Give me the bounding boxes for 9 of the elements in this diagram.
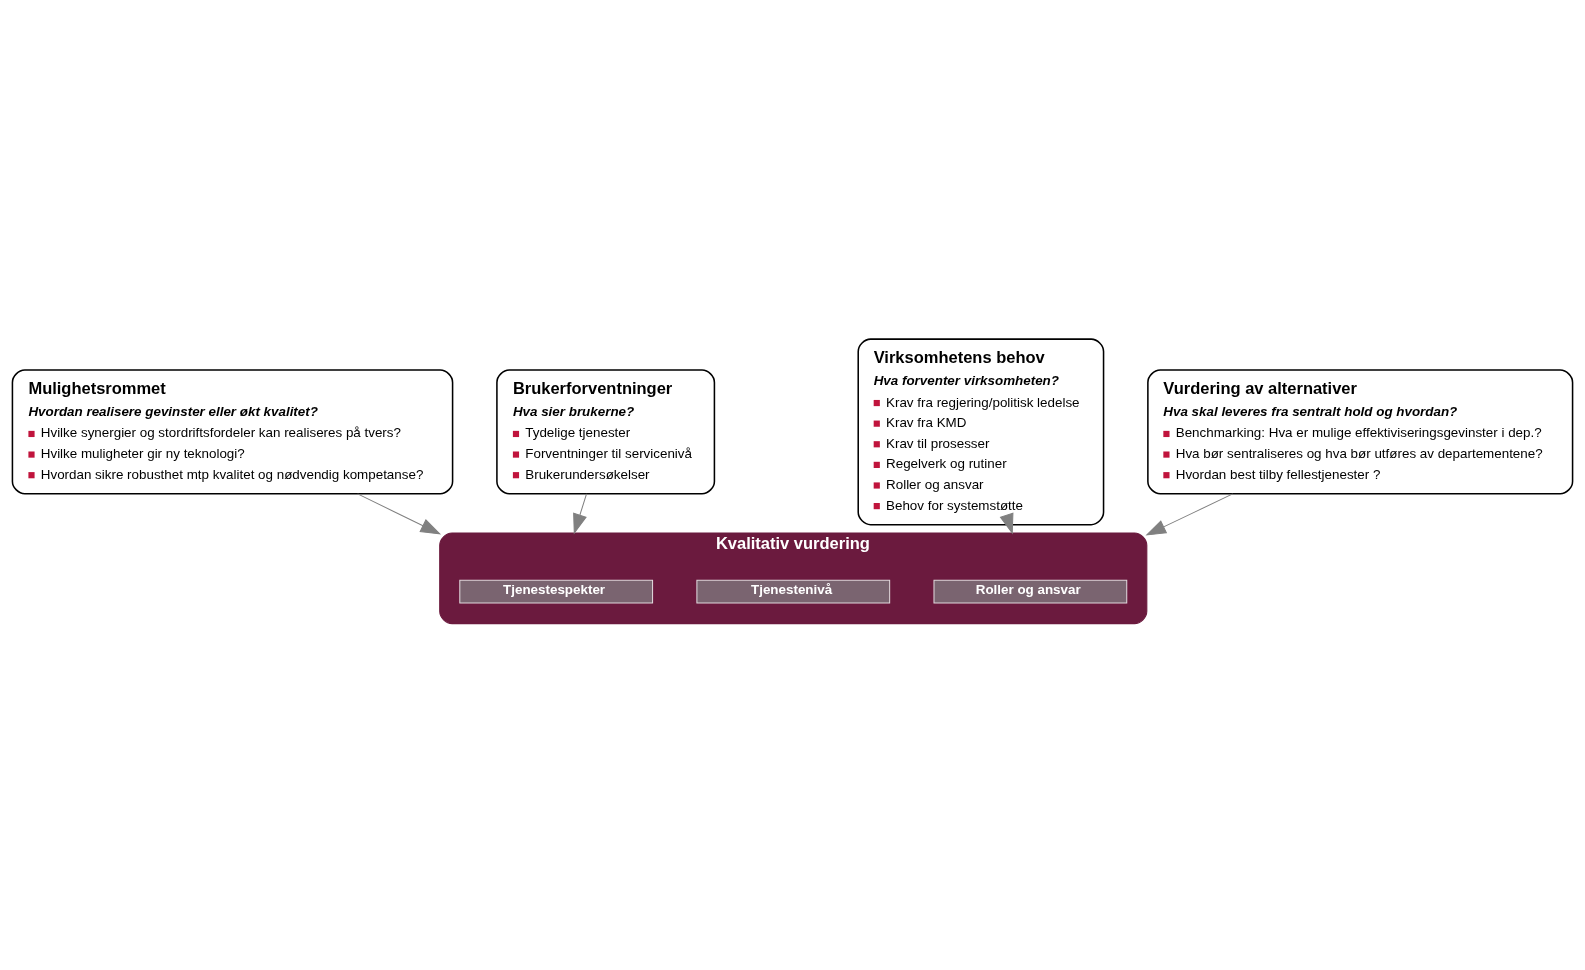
node-box: Roller og ansvar (933, 579, 1128, 604)
node-box: Tjenestespekter (459, 579, 654, 604)
arrow (573, 492, 588, 534)
node-box: Mulighetsrommet Hvordan realisere gevinster eller økt kvalitet? Hvilke synergier og stordriftsfordeler kan realiseres på tvers? Hvilke muligheter gir ny teknologi? Hvordan sikre robusthet mtp kvalitet og nødvendig kompetanse? (11, 368, 454, 495)
arrow (1145, 492, 1234, 536)
node-box: Tjenestenivå (696, 579, 891, 604)
node-box: Vurdering av alternativer Hva skal leveres fra sentralt hold og hvordan? Benchmarking: Hva er mulige effektiviseringsgevinster i dep.? Hva bør sentraliseres og hva bør utføres av departementene? Hvordan best tilby fellestjenester ? (1147, 368, 1574, 495)
node-box: Brukerforventninger Hva sier brukerne? Tydelige tjenester Forventninger til servicenivå Brukerundersøkelser (496, 368, 716, 495)
arrow (357, 492, 442, 535)
